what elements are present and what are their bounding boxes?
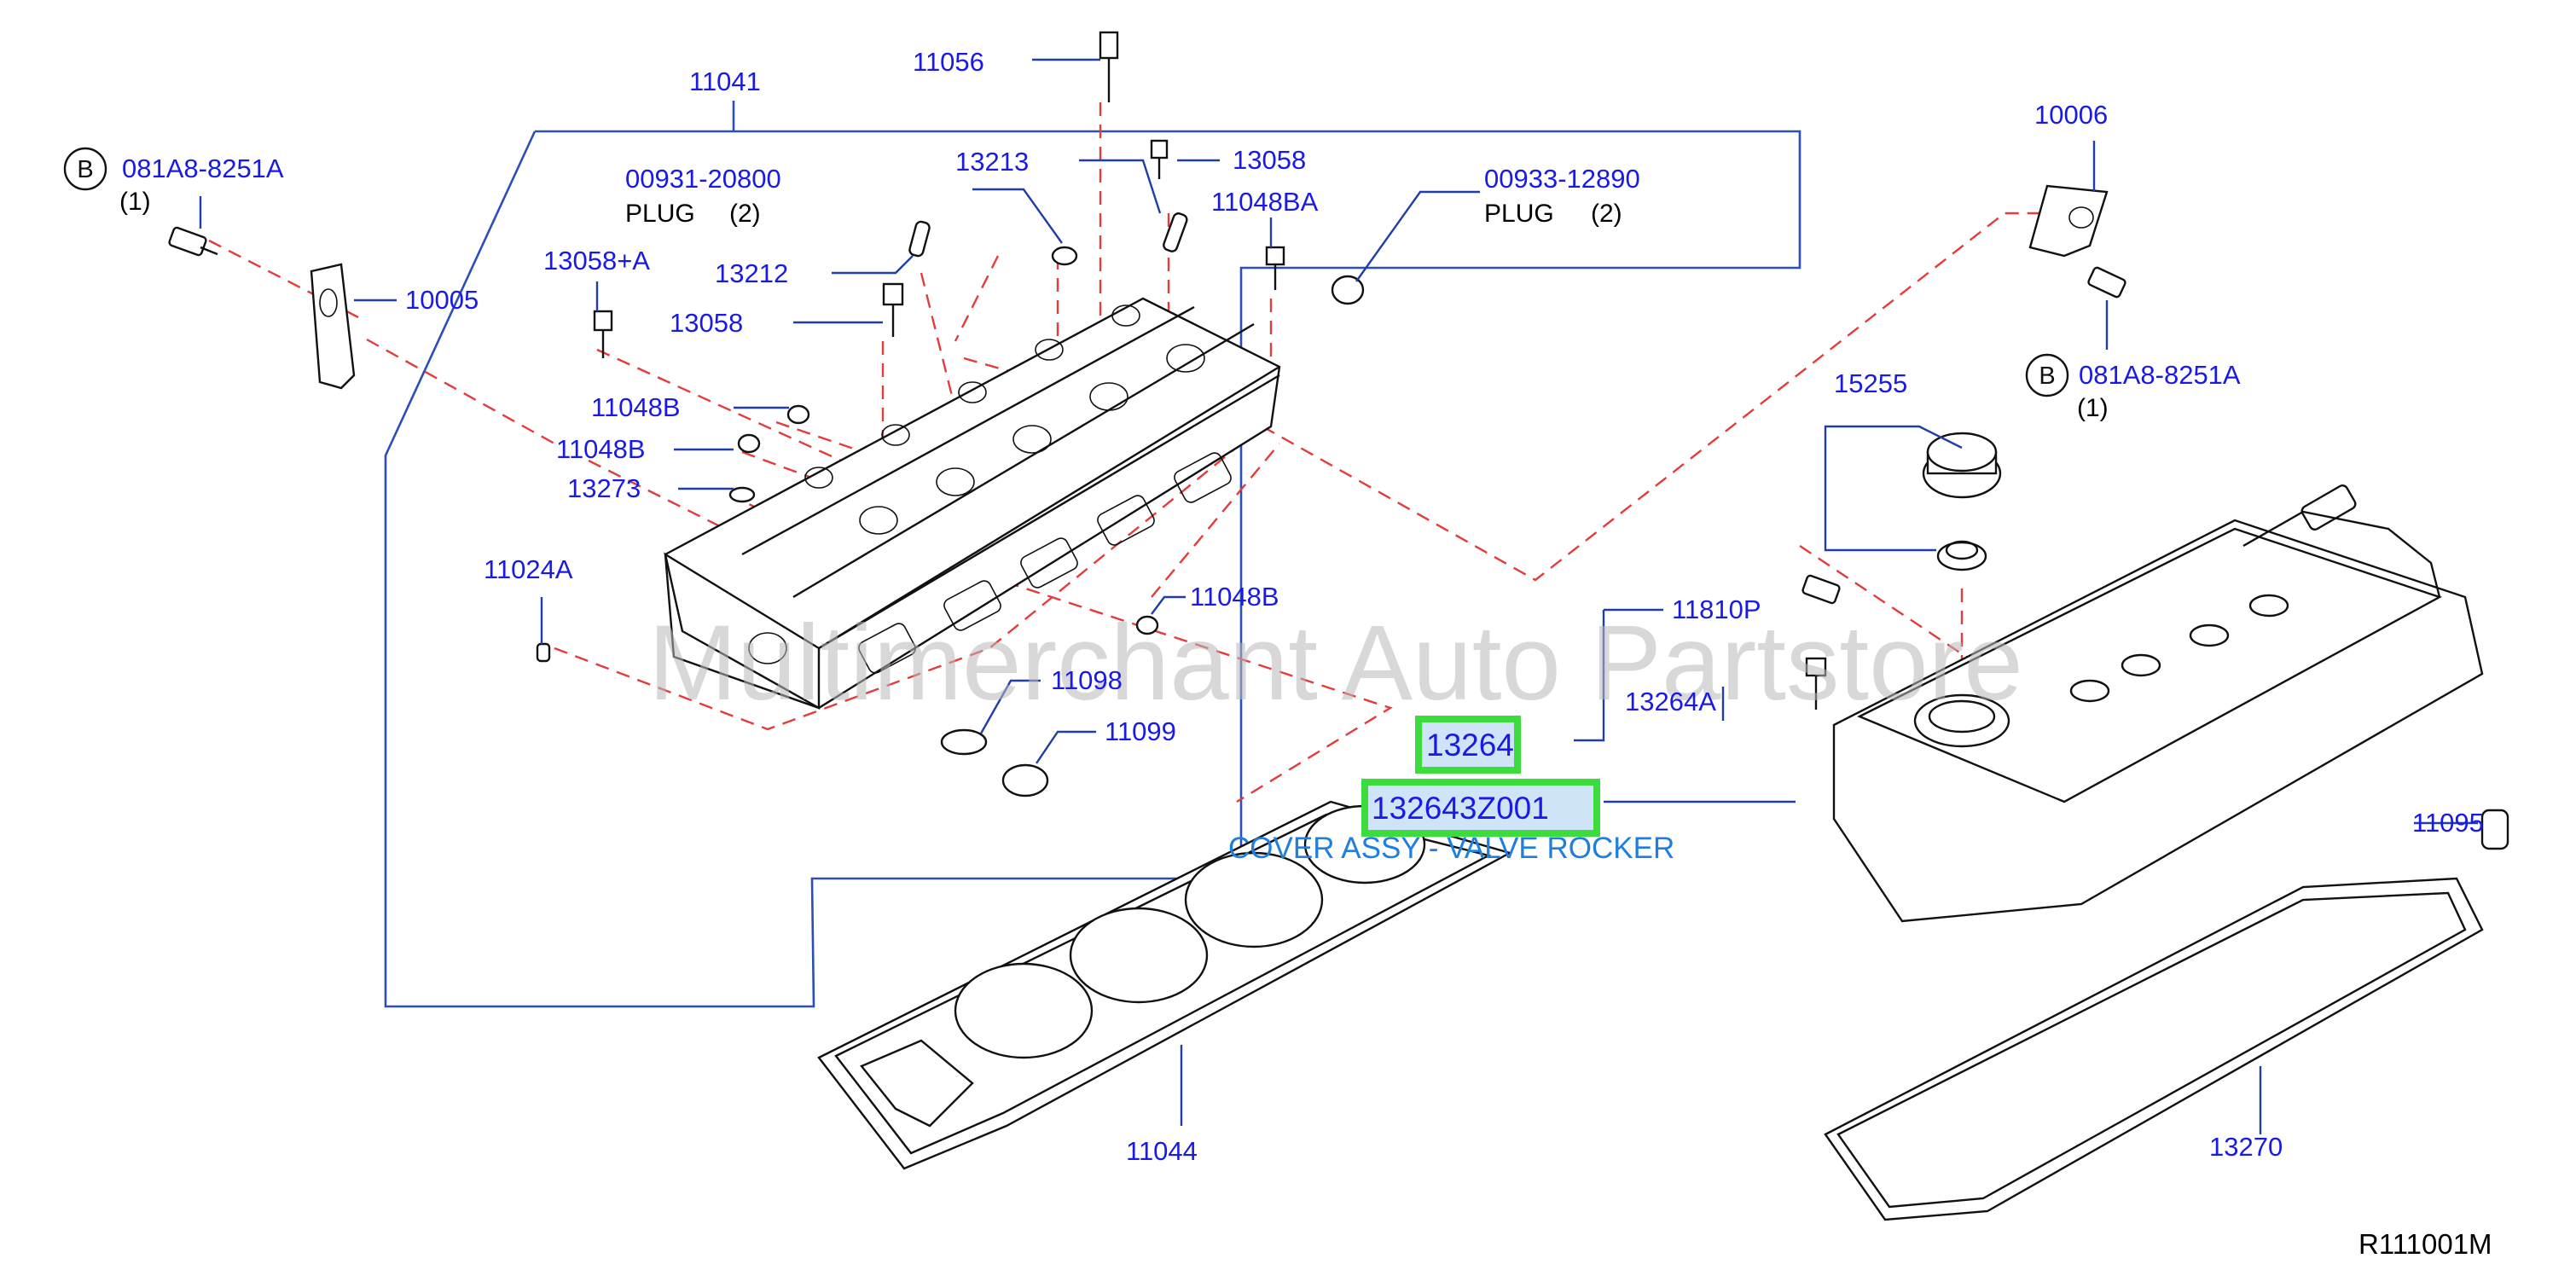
label-11048b-3[interactable]: 11048B <box>1190 582 1279 612</box>
label-11810p[interactable]: 11810P <box>1672 594 1761 624</box>
label-11024a[interactable]: 11024A <box>484 554 573 584</box>
label-11041[interactable]: 11041 <box>689 67 761 96</box>
label-11044[interactable]: 11044 <box>1126 1136 1198 1166</box>
label-10006[interactable]: 10006 <box>2034 100 2108 130</box>
label-11095[interactable]: 11095 <box>2412 808 2484 838</box>
label-13213[interactable]: 13213 <box>955 147 1029 177</box>
qty-left: (1) <box>119 188 151 216</box>
label-11048b-1[interactable]: 11048B <box>591 392 681 422</box>
label-11048ba[interactable]: 11048BA <box>1211 187 1319 217</box>
bracket-10005-illustration <box>310 263 356 390</box>
label-00933-12890[interactable]: 00933-12890 <box>1484 164 1640 194</box>
rocker-gasket-illustration <box>1824 877 2484 1221</box>
circle-b-right <box>2025 353 2069 397</box>
label-13058-mid[interactable]: 13058 <box>670 308 743 338</box>
watermark: Multimerchant Auto Partstore <box>648 604 2023 722</box>
part-description: COVER ASSY - VALVE ROCKER <box>1228 832 1674 865</box>
highlight-box-132643Z001[interactable] <box>1361 779 1600 837</box>
qty-right: (1) <box>2077 394 2109 422</box>
oil-cap-illustration <box>1922 432 2002 571</box>
b-marker-right: B <box>2039 362 2055 390</box>
label-00931-20800[interactable]: 00931-20800 <box>625 164 781 194</box>
label-13264a[interactable]: 13264A <box>1625 687 1716 716</box>
label-132643z001-highlighted[interactable]: 132643Z001 <box>1372 791 1549 826</box>
bracket-10006-illustration <box>2028 184 2109 258</box>
assembly-outline-11041 <box>384 130 1801 1008</box>
small-fasteners <box>168 31 2509 850</box>
label-11098[interactable]: 11098 <box>1051 665 1123 695</box>
highlight-box-13264[interactable] <box>1415 716 1521 774</box>
label-13058-top[interactable]: 13058 <box>1233 145 1306 175</box>
plug-left-qty: (2) <box>729 200 761 228</box>
leader-lines <box>199 58 2478 1134</box>
label-13270[interactable]: 13270 <box>2209 1132 2283 1162</box>
label-10005[interactable]: 10005 <box>405 285 479 315</box>
b-marker-left: B <box>77 156 93 183</box>
diagram-reference-code: R111001M <box>2358 1228 2492 1260</box>
label-081a8-left[interactable]: 081A8-8251A <box>122 154 284 183</box>
circle-b-left <box>63 147 107 191</box>
label-13273[interactable]: 13273 <box>567 473 641 503</box>
label-13212[interactable]: 13212 <box>715 258 788 288</box>
label-13058a[interactable]: 13058+A <box>543 246 650 275</box>
label-11056[interactable]: 11056 <box>913 47 984 77</box>
plug-right-label: PLUG <box>1484 200 1554 228</box>
label-11048b-2[interactable]: 11048B <box>556 434 646 464</box>
label-15255[interactable]: 15255 <box>1834 368 1907 398</box>
cylinder-head-illustration <box>664 297 1281 710</box>
valve-cover-illustration <box>1832 484 2484 923</box>
label-11099[interactable]: 11099 <box>1105 716 1176 746</box>
part-labels: 11041 11056 081A8-8251A (1) 13213 13058 … <box>119 47 2492 1260</box>
plug-left-label: PLUG <box>625 200 695 228</box>
label-081a8-right[interactable]: 081A8-8251A <box>2079 360 2241 390</box>
label-13264-highlighted[interactable]: 13264 <box>1426 728 1514 763</box>
plug-right-qty: (2) <box>1591 200 1622 228</box>
